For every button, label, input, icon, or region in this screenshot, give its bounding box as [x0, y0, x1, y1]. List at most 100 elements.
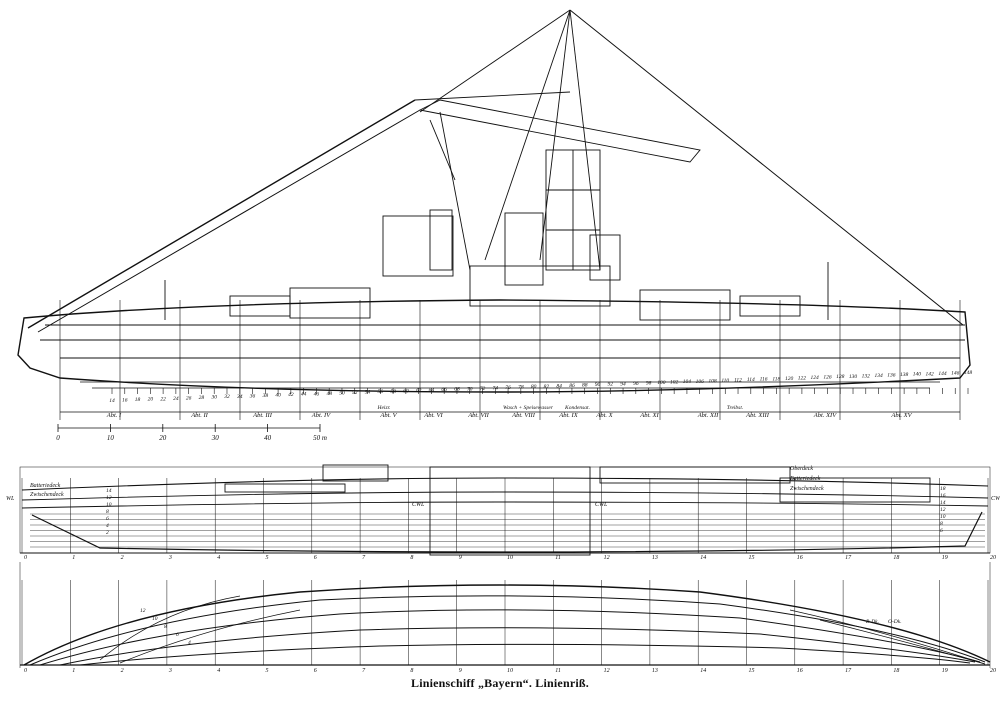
frame-number: 76: [505, 385, 511, 391]
frame-number: 94: [620, 380, 626, 387]
half-breadth-station-number: 18: [893, 668, 899, 674]
frame-number: 36: [249, 393, 256, 399]
half-breadth-station-number: 10: [507, 668, 513, 674]
frame-number: 18: [135, 397, 141, 403]
frame-number: 136: [887, 373, 896, 379]
frame-number: 126: [823, 375, 832, 381]
level-number-right: 6: [940, 528, 943, 534]
frame-number: 128: [836, 374, 845, 380]
sheer-station-number: 6: [314, 555, 317, 561]
sheer-station-number: 11: [555, 555, 561, 561]
deck-label-right: Zwischendeck: [790, 486, 824, 492]
compartment-label: Abt. XII: [697, 412, 719, 419]
frame-number: 78: [518, 385, 524, 391]
frame-number: 64: [429, 387, 435, 394]
profile-view: [17, 9, 971, 393]
frame-number: 138: [900, 372, 909, 378]
frame-number: 122: [798, 375, 807, 381]
level-number-left: 4: [106, 522, 109, 529]
sheer-station-number: 3: [168, 555, 172, 561]
frame-number: 86: [569, 383, 575, 389]
half-breadth-station-number: 11: [555, 668, 561, 674]
frame-number: 96: [633, 381, 639, 387]
frame-number: 58: [390, 389, 396, 395]
frame-number: 62: [416, 388, 422, 394]
compartment-label: Abt. XIII: [745, 412, 770, 419]
frame-number: 34: [236, 393, 243, 400]
frame-number: 108: [708, 378, 717, 384]
compartment-label: Abt. IV: [311, 412, 331, 419]
frame-number: 72: [480, 386, 486, 392]
frame-number: 134: [874, 372, 883, 379]
sheer-station-number: 7: [362, 555, 366, 561]
frame-number: 28: [199, 395, 205, 401]
frame-number: 42: [288, 391, 294, 398]
frame-number: 100: [657, 380, 666, 386]
compartment-label: Abt. XV: [890, 412, 912, 419]
frame-number: 44: [301, 391, 307, 398]
scale-tick-label: 0: [56, 434, 60, 442]
frame-number: 54: [365, 389, 371, 396]
frame-number: 120: [785, 376, 794, 382]
half-breadth-station-number: 0: [24, 668, 27, 674]
half-breadth-station-number: 1: [72, 668, 75, 674]
waterline-label-mid-right: CWL: [595, 502, 608, 508]
frame-number: 14: [109, 397, 115, 404]
half-breadth-station-number: 13: [652, 668, 658, 674]
half-breadth-line-label: 4: [188, 639, 191, 646]
waterline-label-left: WL: [6, 496, 15, 502]
sheer-station-number: 20: [990, 555, 996, 561]
room-label: Heizr.: [377, 405, 391, 411]
compartment-label: Abt. IX: [558, 412, 578, 419]
frame-number: 80: [531, 384, 537, 390]
frame-number: 118: [772, 376, 780, 382]
level-number-left: 12: [106, 495, 112, 501]
sheer-station-number: 16: [797, 555, 803, 561]
scale-tick-label: 30: [211, 434, 220, 442]
level-number-right: 18: [940, 486, 946, 492]
half-breadth-station-number: 9: [459, 668, 462, 674]
frame-number: 110: [721, 378, 729, 384]
frame-number: 106: [696, 379, 705, 385]
compartment-label: Abt. XI: [639, 412, 659, 419]
sheer-station-number: 4: [217, 554, 220, 561]
frame-number: 132: [862, 373, 871, 379]
sheer-station-number: 19: [942, 555, 948, 561]
frame-number: 52: [352, 390, 358, 396]
compartment-label: Abt. II: [190, 412, 208, 419]
compartment-label: Abt. VII: [467, 412, 489, 419]
compartment-label: Abt. V: [379, 412, 397, 419]
compartment-label: Abt. XIV: [813, 412, 837, 419]
scale-tick-label: 40: [264, 434, 272, 442]
sheer-station-number: 17: [845, 555, 852, 561]
half-breadth-line-label: 12: [140, 608, 146, 614]
waterline-label-mid-left: CWL: [412, 502, 425, 508]
frame-number: 48: [326, 390, 332, 397]
frame-number: 90: [595, 382, 601, 388]
sheer-station-number: 8: [410, 555, 413, 561]
half-breadth-deck-label: O-Dk.: [888, 619, 902, 625]
frame-number: 102: [670, 380, 679, 386]
level-number-right: 10: [940, 514, 946, 520]
compartment-label: Abt. VIII: [511, 412, 536, 419]
frame-number: 20: [148, 397, 154, 403]
frame-number: 26: [186, 395, 192, 401]
compartment-label: Abt. VI: [423, 412, 443, 419]
frame-number: 46: [314, 390, 320, 397]
level-number-left: 8: [106, 509, 109, 515]
bulkhead-lines: [59, 300, 961, 420]
sheer-station-number: 1: [72, 555, 75, 561]
scale-ticks: [57, 424, 321, 432]
sheer-station-number: 12: [604, 555, 610, 561]
frame-number: 114: [747, 376, 755, 383]
frame-number: 104: [683, 378, 692, 385]
half-breadth-station-number: 19: [942, 668, 948, 674]
half-breadth-station-number: 5: [266, 668, 269, 674]
room-label: Wasch + Speisewasser: [503, 405, 554, 411]
frame-number: 116: [760, 377, 768, 383]
sheer-station-number: 0: [24, 555, 27, 561]
deck-label-right: Oberdeck: [790, 466, 813, 472]
sheer-station-number: 9: [459, 555, 462, 561]
sheer-station-number: 15: [749, 555, 755, 561]
deck-label-right: Batteriedeck: [790, 476, 821, 482]
